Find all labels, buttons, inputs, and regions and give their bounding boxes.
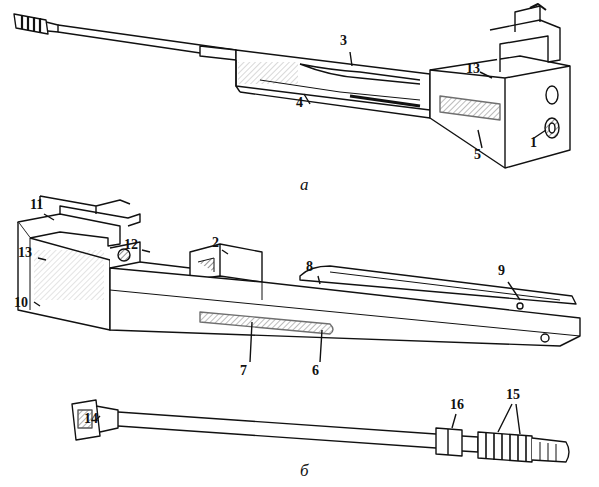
callout-number: 1 <box>530 136 537 150</box>
callout-number: 5 <box>474 148 481 162</box>
callout-number: 2 <box>212 236 219 250</box>
callout-number: 10 <box>14 296 28 310</box>
callout-number: 13 <box>466 62 480 76</box>
callout-number: 9 <box>498 264 505 278</box>
callout-number: 11 <box>30 198 43 212</box>
callout-number: 12 <box>124 238 138 252</box>
callout-number: 14 <box>84 412 98 426</box>
callout-number: 7 <box>240 364 247 378</box>
callout-number: 15 <box>506 388 520 402</box>
figure-letter: б <box>300 462 309 479</box>
callout-number: 16 <box>450 398 464 412</box>
callout-number: 3 <box>340 34 347 48</box>
callout-number: 6 <box>312 364 319 378</box>
callout-number: 13 <box>18 246 32 260</box>
figure-letter: а <box>300 176 309 193</box>
callout-number: 8 <box>306 260 313 274</box>
callout-number: 4 <box>296 96 303 110</box>
